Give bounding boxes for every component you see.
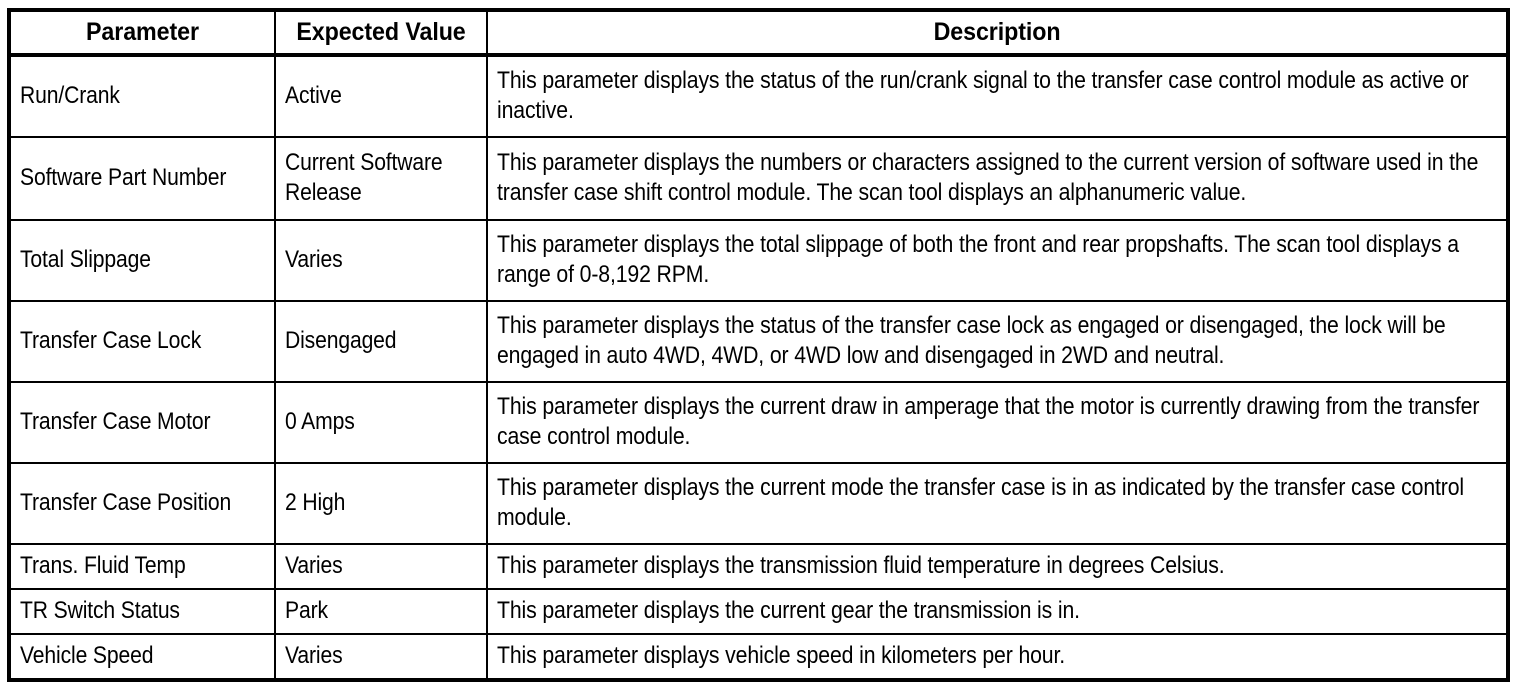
cell-parameter: Transfer Case Position xyxy=(8,462,276,545)
table-row: Vehicle Speed Varies This parameter disp… xyxy=(8,633,1509,681)
cell-parameter-text: TR Switch Status xyxy=(20,597,180,624)
table-row: Run/Crank Active This parameter displays… xyxy=(8,54,1509,138)
cell-description: This parameter displays the current mode… xyxy=(486,462,1509,545)
cell-expected-value-text: Active xyxy=(285,82,342,109)
cell-parameter: Software Part Number xyxy=(8,136,276,221)
cell-parameter-text: Run/Crank xyxy=(20,82,120,109)
cell-description: This parameter displays the status of th… xyxy=(486,54,1509,138)
cell-description: This parameter displays the numbers or c… xyxy=(486,136,1509,221)
cell-expected-value: Current Software Release xyxy=(274,136,488,221)
cell-expected-value-text: Varies xyxy=(285,552,343,579)
cell-parameter: Vehicle Speed xyxy=(8,633,276,681)
cell-description-text: This parameter displays the current mode… xyxy=(497,474,1464,531)
scan-tool-parameter-table: Parameter Expected Value Description Run… xyxy=(7,8,1510,682)
table-row: Transfer Case Position 2 High This param… xyxy=(8,462,1509,545)
cell-parameter: Transfer Case Lock xyxy=(8,300,276,383)
header-row: Parameter Expected Value Description xyxy=(9,9,1508,57)
table-row: Total Slippage Varies This parameter dis… xyxy=(8,219,1509,302)
cell-description-text: This parameter displays the status of th… xyxy=(497,312,1446,369)
table-body: Run/Crank Active This parameter displays… xyxy=(8,54,1509,681)
column-header-expected-value-label: Expected Value xyxy=(296,18,466,46)
cell-expected-value: Disengaged xyxy=(274,300,488,383)
cell-expected-value: Varies xyxy=(274,219,488,302)
table-row: Trans. Fluid Temp Varies This parameter … xyxy=(8,543,1509,590)
cell-parameter-text: Transfer Case Position xyxy=(20,489,232,516)
table-row: Software Part Number Current Software Re… xyxy=(8,136,1509,221)
cell-description-text: This parameter displays the status of th… xyxy=(497,67,1469,124)
cell-expected-value-text: Disengaged xyxy=(285,327,397,354)
cell-parameter: Transfer Case Motor xyxy=(8,381,276,464)
cell-description-text: This parameter displays the current gear… xyxy=(497,597,1080,624)
cell-description: This parameter displays the total slippa… xyxy=(486,219,1509,302)
cell-parameter-text: Trans. Fluid Temp xyxy=(20,552,186,579)
cell-expected-value: 2 High xyxy=(274,462,488,545)
cell-parameter: TR Switch Status xyxy=(8,588,276,635)
cell-description-text: This parameter displays the current draw… xyxy=(497,393,1480,450)
cell-description: This parameter displays the current draw… xyxy=(486,381,1509,464)
cell-description: This parameter displays the current gear… xyxy=(486,588,1509,635)
cell-expected-value: Varies xyxy=(274,633,488,681)
cell-description: This parameter displays the transmission… xyxy=(486,543,1509,590)
cell-expected-value-text: Park xyxy=(285,597,328,624)
cell-parameter-text: Transfer Case Lock xyxy=(20,327,202,354)
cell-expected-value: Varies xyxy=(274,543,488,590)
cell-parameter: Run/Crank xyxy=(8,54,276,138)
column-header-description: Description xyxy=(521,9,1474,57)
cell-parameter-text: Software Part Number xyxy=(20,164,227,191)
cell-parameter: Trans. Fluid Temp xyxy=(8,543,276,590)
column-header-expected-value: Expected Value xyxy=(281,9,481,57)
page-root: Parameter Expected Value Description Run… xyxy=(7,8,1510,682)
table-row: Transfer Case Lock Disengaged This param… xyxy=(8,300,1509,383)
cell-expected-value-text: Current Software Release xyxy=(285,149,443,206)
table-header: Parameter Expected Value Description xyxy=(9,9,1508,57)
column-header-description-label: Description xyxy=(933,18,1061,46)
table-row: TR Switch Status Park This parameter dis… xyxy=(8,588,1509,635)
cell-description-text: This parameter displays the transmission… xyxy=(497,552,1225,579)
table-row: Transfer Case Motor 0 Amps This paramete… xyxy=(8,381,1509,464)
cell-expected-value: Active xyxy=(274,54,488,138)
cell-expected-value-text: Varies xyxy=(285,246,343,273)
cell-parameter: Total Slippage xyxy=(8,219,276,302)
cell-expected-value: Park xyxy=(274,588,488,635)
cell-description: This parameter displays vehicle speed in… xyxy=(486,633,1509,681)
cell-expected-value-text: 2 High xyxy=(285,489,346,516)
cell-parameter-text: Transfer Case Motor xyxy=(20,408,211,435)
column-header-parameter: Parameter xyxy=(17,9,267,57)
cell-description: This parameter displays the status of th… xyxy=(486,300,1509,383)
cell-expected-value: 0 Amps xyxy=(274,381,488,464)
cell-description-text: This parameter displays the total slippa… xyxy=(497,231,1459,288)
column-header-parameter-label: Parameter xyxy=(86,18,199,46)
cell-expected-value-text: 0 Amps xyxy=(285,408,355,435)
cell-description-text: This parameter displays the numbers or c… xyxy=(497,149,1479,206)
cell-parameter-text: Total Slippage xyxy=(20,246,151,273)
